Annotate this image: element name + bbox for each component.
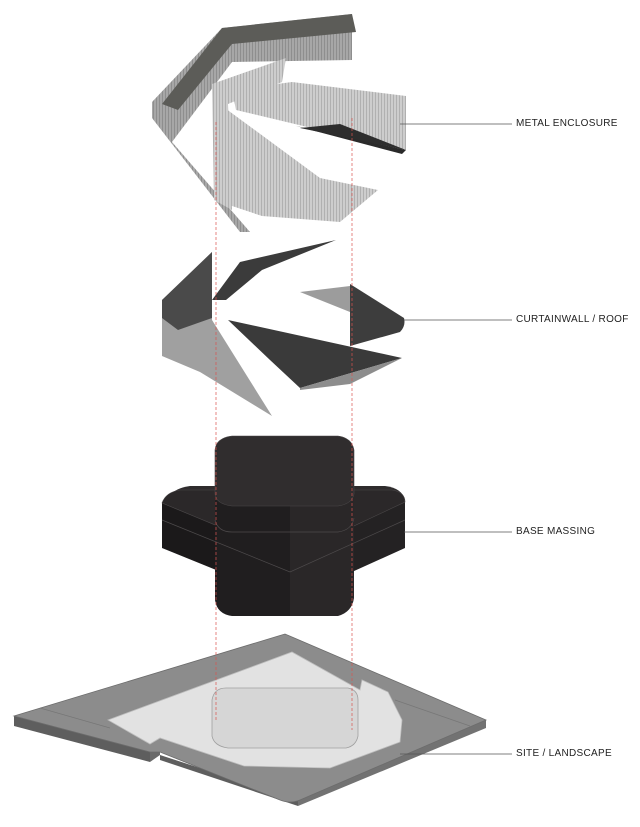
curtainwall-right-dark (350, 284, 405, 346)
base-massing-layer (161, 435, 406, 616)
label-curtainwall-roof: CURTAINWALL / ROOF (516, 314, 629, 325)
label-base-massing: BASE MASSING (516, 526, 596, 537)
site-building-footprint (211, 687, 359, 749)
site-slab-edge-right (298, 720, 486, 806)
site-slab-edge (14, 716, 150, 762)
curtainwall-roof-layer (162, 240, 405, 416)
curtainwall-lower-wing (228, 320, 402, 388)
label-leaders (400, 123, 512, 755)
label-metal-enclosure: METAL ENCLOSURE (516, 118, 618, 129)
curtainwall-right-small (300, 286, 350, 312)
label-site-landscape: SITE / LANDSCAPE (516, 748, 612, 759)
curtainwall-top-wing (212, 240, 336, 300)
site-landscape-layer (12, 633, 488, 806)
metal-enclosure-layer (152, 14, 406, 232)
massing-tall-top (214, 435, 355, 507)
alignment-guide-lines (215, 118, 353, 730)
